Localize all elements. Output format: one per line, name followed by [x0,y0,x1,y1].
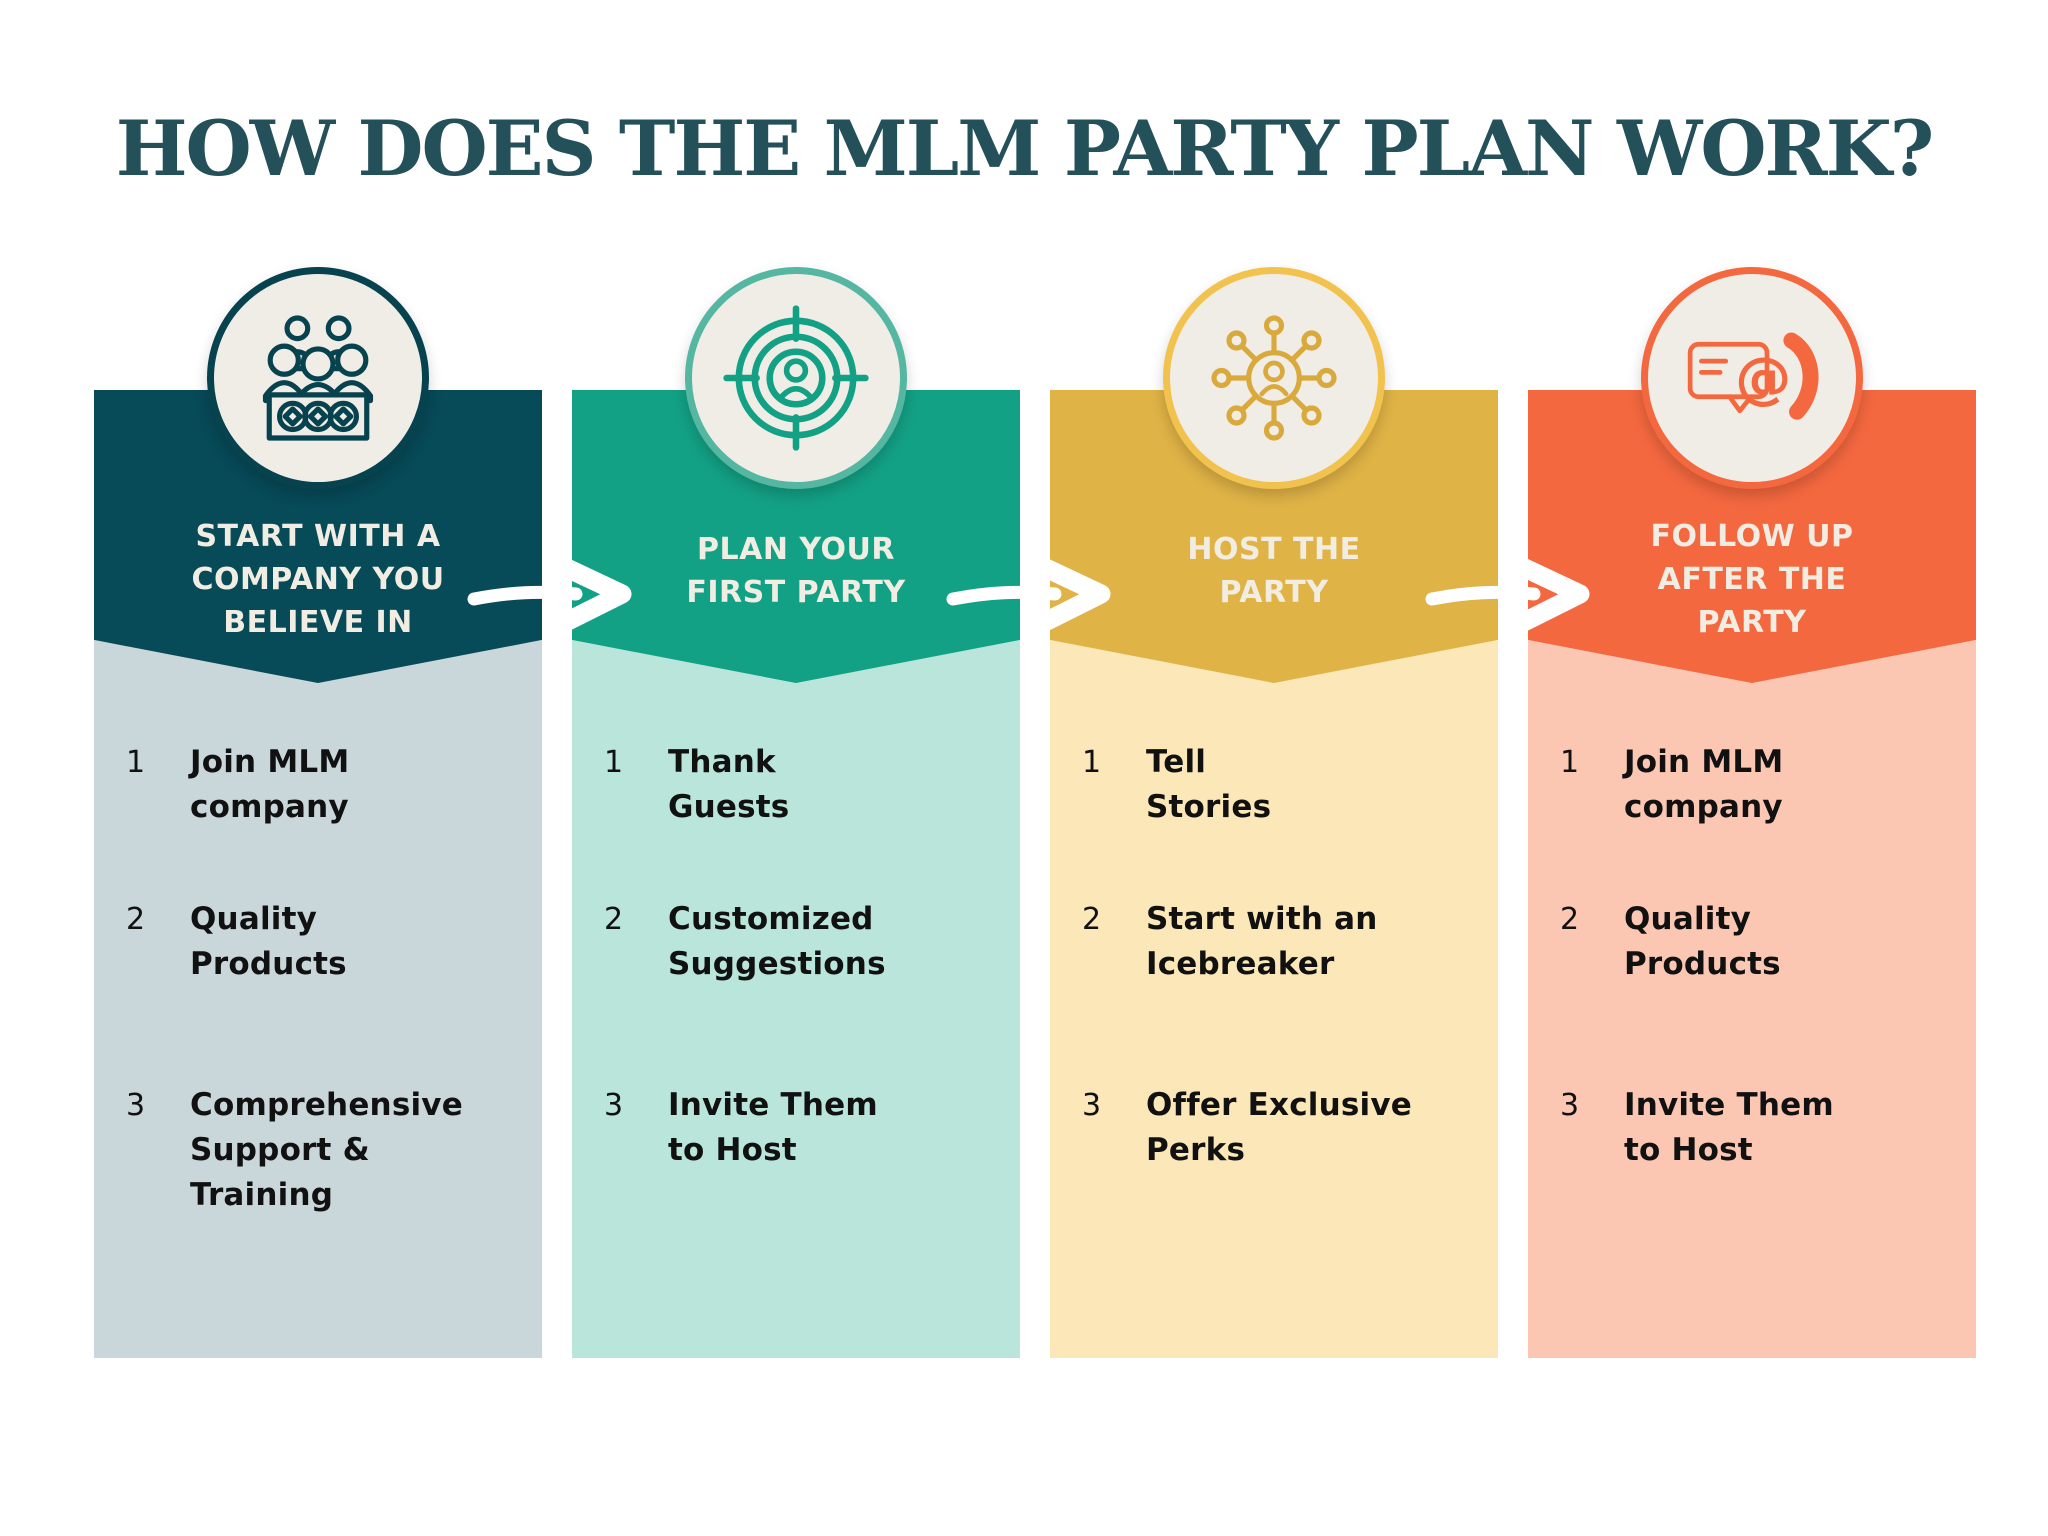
item-number: 1 [1082,745,1102,780]
item-text: Customized Suggestions [668,901,886,982]
column-plan-first-party: PLAN YOUR FIRST PARTY 1 Thank Guests 2 C… [572,267,1020,1358]
column-body [1528,640,1976,1358]
page-title: HOW DOES THE MLM PARTY PLAN WORK? [115,104,1935,193]
list-item: 3 Comprehensive Support & Training [94,1083,463,1218]
arrow-right-icon [467,552,632,636]
icon-circle [685,267,907,489]
column-header-title: FOLLOW UP AFTER THE PARTY [1650,519,1854,640]
item-text: Quality Products [190,901,347,982]
item-text: Comprehensive Support & Training [190,1087,463,1213]
item-number: 1 [604,745,624,780]
item-number: 3 [604,1088,624,1123]
list-item: 1 Join MLM company [94,740,349,830]
list-item: 3 Invite Them to Host [1528,1083,1834,1173]
icon-circle [207,267,429,489]
item-number: 2 [1560,902,1580,937]
network-people-icon [1211,315,1337,441]
list-item: 2 Quality Products [94,897,347,987]
list-item: 1 Tell Stories [1050,740,1271,830]
list-item: 2 Quality Products [1528,897,1781,987]
column-header-title: PLAN YOUR FIRST PARTY [686,532,906,610]
column-header-title: HOST THE PARTY [1187,532,1361,610]
item-number: 2 [126,902,146,937]
column-body [94,640,542,1358]
list-item: 3 Offer Exclusive Perks [1050,1083,1412,1173]
icon-circle [1163,267,1385,489]
item-text: Thank Guests [668,744,790,825]
item-text: Start with an Icebreaker [1146,901,1378,982]
svg-text:@: @ [1735,346,1791,411]
list-item: 3 Invite Them to Host [572,1083,878,1173]
icon-circle: @ [1641,267,1863,489]
list-item: 1 Thank Guests [572,740,789,830]
item-text: Quality Products [1624,901,1781,982]
column-start-with-company: START WITH A COMPANY YOU BELIEVE IN 1 [94,267,542,1358]
item-text: Join MLM company [190,744,350,825]
target-customer-icon [723,305,869,451]
list-item: 1 Join MLM company [1528,740,1783,830]
item-text: Invite Them to Host [1624,1087,1834,1168]
column-host-the-party: HOST THE PARTY 1 Tell Stories 2 Start [1050,267,1498,1358]
arrow-right-icon [1425,552,1590,636]
item-number: 1 [126,745,146,780]
column-body [1050,640,1498,1358]
column-follow-up: FOLLOW UP AFTER THE PARTY @ 1 Join MLM c… [1528,267,1976,1358]
team-icon [262,315,374,441]
item-text: Invite Them to Host [668,1087,878,1168]
column-header-title: START WITH A COMPANY YOU BELIEVE IN [191,519,445,640]
item-number: 3 [1560,1088,1580,1123]
list-item: 2 Start with an Icebreaker [1050,897,1378,987]
item-number: 3 [126,1088,146,1123]
item-text: Offer Exclusive Perks [1146,1087,1412,1168]
item-number: 3 [1082,1088,1102,1123]
list-item: 2 Customized Suggestions [572,897,886,987]
message-phone-icon: @ [1687,332,1819,420]
item-text: Tell Stories [1146,744,1272,825]
arrow-right-icon [946,552,1111,636]
item-number: 2 [604,902,624,937]
item-number: 2 [1082,902,1102,937]
item-number: 1 [1560,745,1580,780]
item-text: Join MLM company [1624,744,1784,825]
column-body [572,640,1020,1358]
